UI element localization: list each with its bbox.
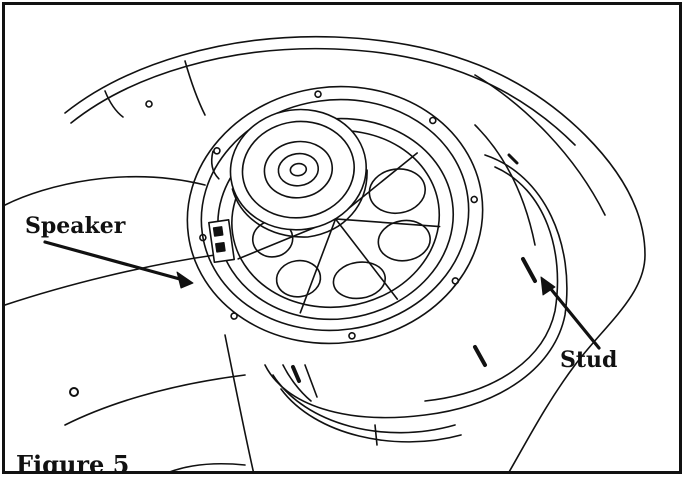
figure-caption: Figure 5 xyxy=(14,452,134,471)
speaker-callout-label: Speaker xyxy=(25,213,126,239)
stud-leader-arrowhead xyxy=(540,276,556,296)
mounting-ring xyxy=(264,154,568,446)
figure-frame: Speaker Stud Figure 5 xyxy=(2,2,682,474)
speaker-assembly xyxy=(186,85,484,345)
speaker-installation-drawing xyxy=(5,35,646,471)
stud-leader-line xyxy=(544,281,601,350)
stud-callout-label: Stud xyxy=(560,347,618,373)
enclosure-panel xyxy=(5,35,646,471)
stud-parts xyxy=(291,153,537,383)
speaker-leader-line xyxy=(43,240,189,283)
callout-leaders xyxy=(43,240,601,350)
speaker-leader-arrowhead xyxy=(176,271,194,289)
